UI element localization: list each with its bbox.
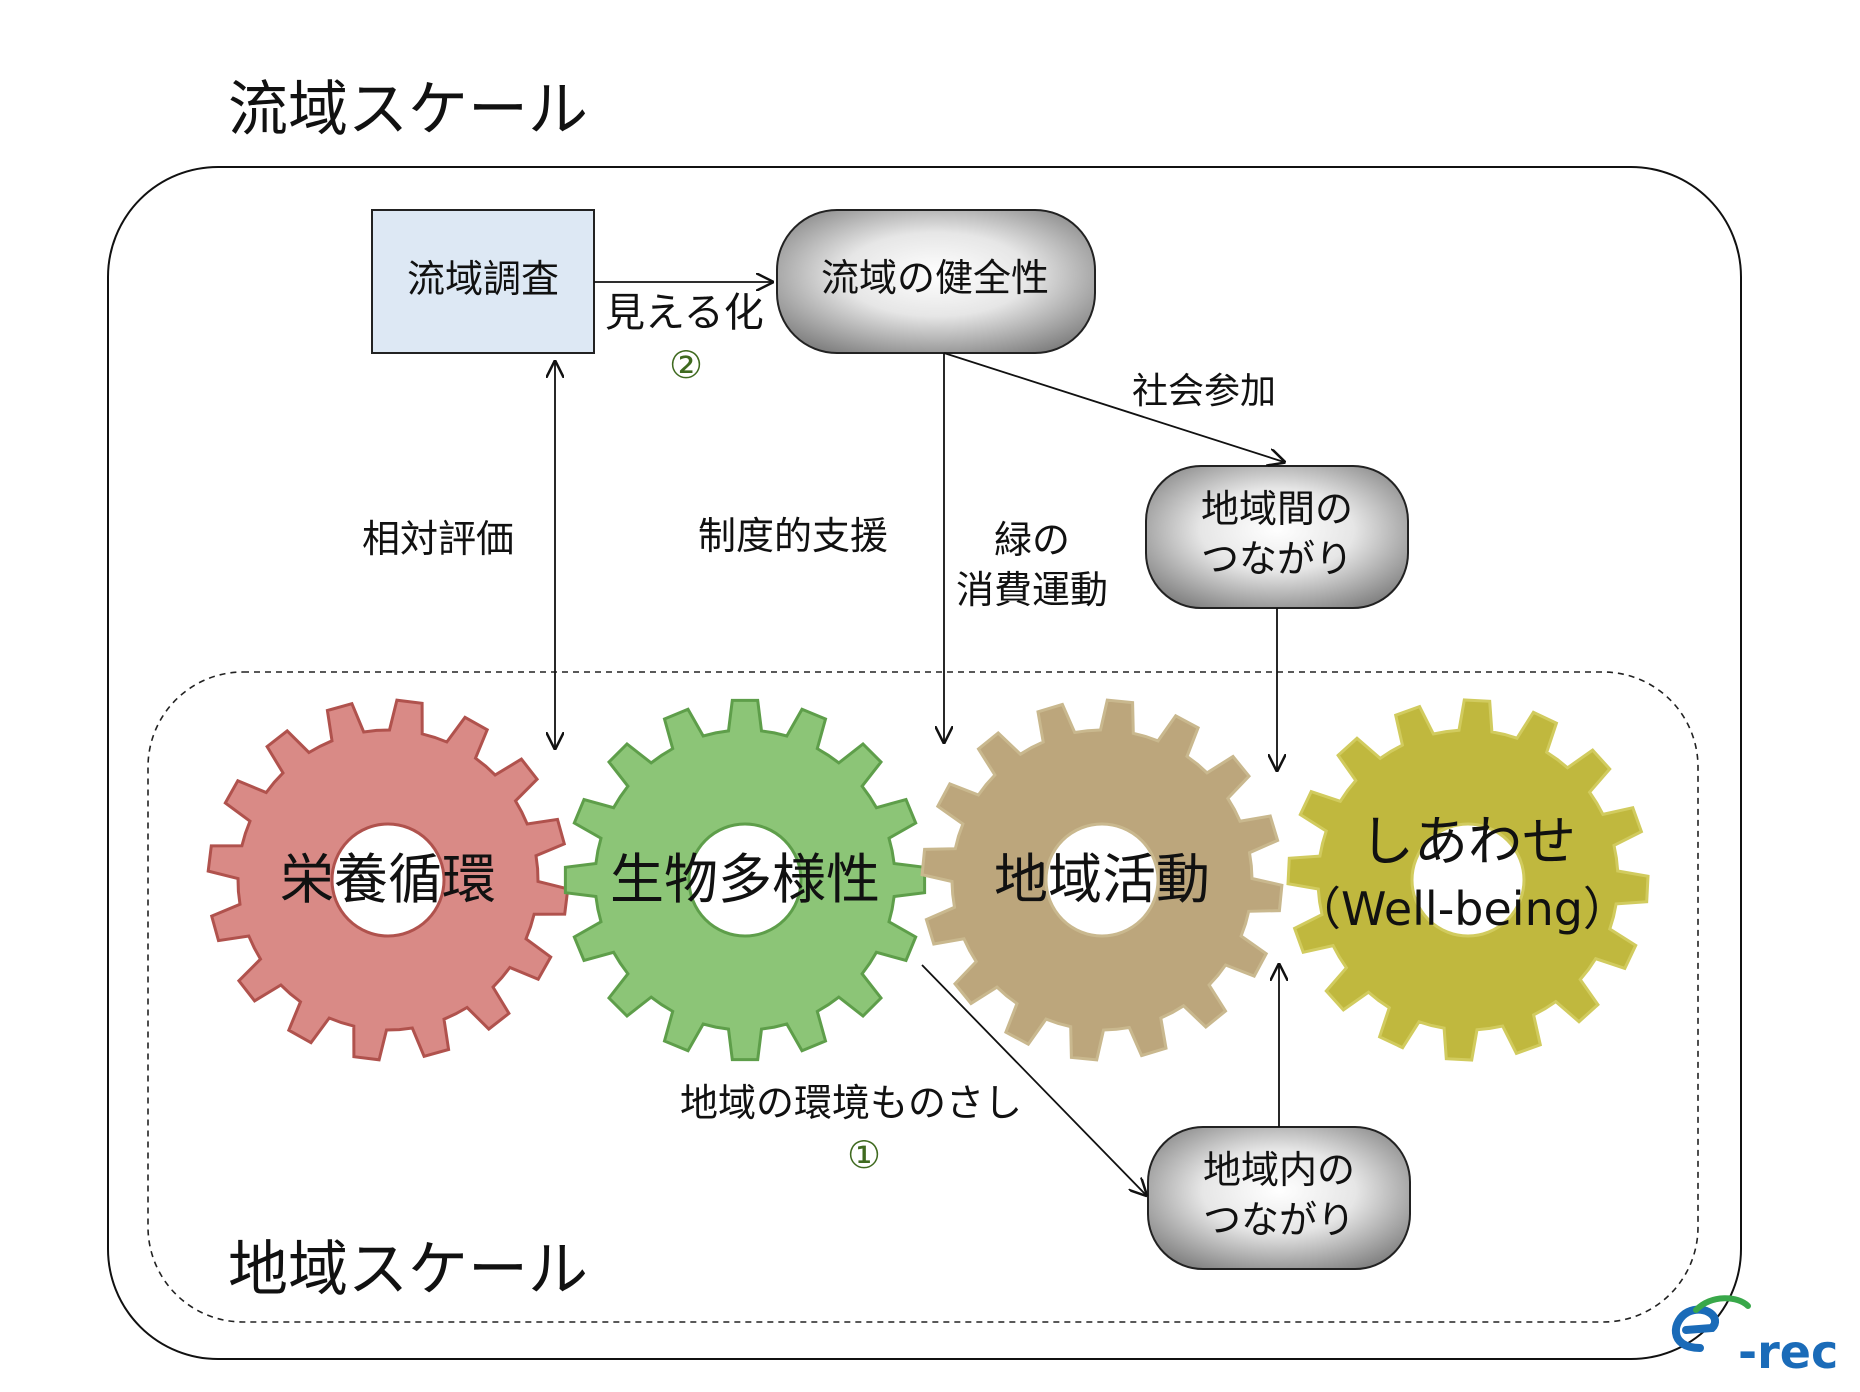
gear-happiness-shape xyxy=(1286,698,1650,1062)
inter-region-label-line1: 地域間の xyxy=(1201,487,1353,531)
environment-yardstick-number: ① xyxy=(847,1133,881,1177)
relative-evaluation-label: 相対評価 xyxy=(362,517,514,561)
intra-region-label-line1: 地域内の xyxy=(1203,1148,1355,1192)
regional-scale-frame xyxy=(147,671,1699,1323)
green-consumption-label-line2: 消費運動 xyxy=(956,568,1108,612)
social-participation-label: 社会参加 xyxy=(1132,371,1276,412)
erec-logo-mark xyxy=(1671,1305,1719,1352)
institutional-support-label: 制度的支援 xyxy=(698,514,888,558)
watershed-health-node xyxy=(776,209,1096,354)
gear-biodiversity-shape xyxy=(563,698,927,1062)
gear-happiness xyxy=(1286,698,1650,1062)
visualize-label: 見える化 xyxy=(605,290,764,336)
intra-region-label-line2: つながり xyxy=(1203,1198,1355,1242)
environment-yardstick-label: 地域の環境ものさし xyxy=(680,1081,1022,1125)
gear-nutrient-cycle xyxy=(206,698,570,1062)
gear-happiness-label-line1: しあわせ xyxy=(1360,810,1576,873)
survey-label: 流域調査 xyxy=(407,257,559,301)
arrow-health-to-inter-region xyxy=(943,352,1284,462)
watershed-health-label: 流域の健全性 xyxy=(821,256,1049,300)
erec-logo-text: -rec xyxy=(1738,1325,1838,1379)
visualize-number: ② xyxy=(669,343,703,387)
erec-logo-swoosh xyxy=(1693,1295,1751,1313)
watershed-scale-title: 流域スケール xyxy=(228,75,588,145)
gear-biodiversity xyxy=(563,698,927,1062)
inter-region-label-line2: つながり xyxy=(1201,537,1353,581)
gear-regional-activity-shape xyxy=(920,698,1284,1062)
gear-regional-activity xyxy=(920,698,1284,1062)
gear-biodiversity-label: 生物多様性 xyxy=(610,848,880,911)
green-consumption-label-line1: 緑の xyxy=(994,518,1070,562)
watershed-scale-frame xyxy=(107,166,1742,1360)
gear-happiness-label-line2: （Well-being） xyxy=(1295,882,1629,936)
gear-regional-activity-label: 地域活動 xyxy=(994,848,1210,911)
erec-logo: -rec xyxy=(1671,1295,1838,1379)
arrow-biodiversity-to-intra-region xyxy=(921,964,1146,1195)
gear-nutrient-cycle-label: 栄養循環 xyxy=(280,848,496,911)
gear-nutrient-cycle-shape xyxy=(206,698,570,1062)
survey-box xyxy=(371,209,595,354)
regional-scale-title: 地域スケール xyxy=(228,1235,588,1305)
